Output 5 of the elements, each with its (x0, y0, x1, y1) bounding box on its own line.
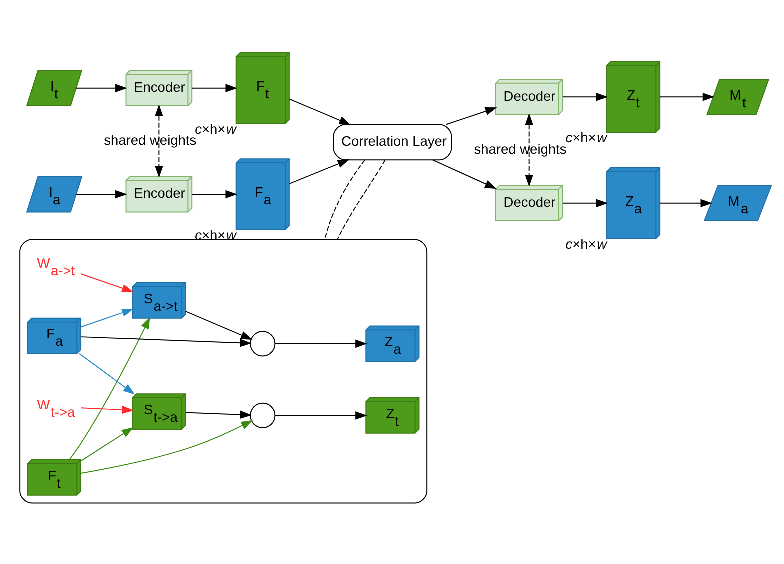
edge-label: shared weights (474, 142, 567, 157)
node-label: c×h×w (566, 130, 608, 146)
node-label: c×h×w (195, 122, 236, 137)
edge-label: shared weights (104, 133, 197, 148)
node-label: c×h×w (566, 236, 608, 252)
